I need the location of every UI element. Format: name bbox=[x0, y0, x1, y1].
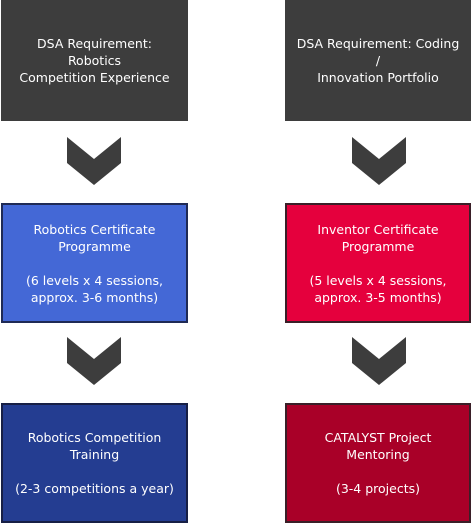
inventor-programme-title-line2: Programme bbox=[341, 238, 415, 254]
inventor-programme-title-line1: Inventor Certificate bbox=[317, 221, 439, 237]
dsa-coding-requirement-line2: Innovation Portfolio bbox=[317, 70, 439, 85]
catalyst-mentoring-title: CATALYST Project Mentoring bbox=[324, 430, 432, 462]
robotics-programme-title-line2: Programme bbox=[58, 238, 131, 254]
catalyst-mentoring-detail: (3-4 projects) bbox=[335, 481, 421, 496]
dsa-robotics-requirement-line1: DSA Requirement: Robotics bbox=[37, 36, 152, 68]
inventor-certificate-programme-box: Inventor Certificate Programme (5 levels… bbox=[285, 203, 471, 323]
chevron-down-icon bbox=[352, 337, 406, 385]
catalyst-project-mentoring-box: CATALYST Project Mentoring (3-4 projects… bbox=[285, 403, 471, 523]
robotics-programme-detail-line2: approx. 3-6 months) bbox=[30, 289, 159, 305]
robotics-competition-training-box: Robotics Competition Training (2-3 compe… bbox=[1, 403, 188, 523]
dsa-robotics-requirement-line2: Competition Experience bbox=[19, 70, 170, 85]
inventor-programme-detail-line2: approx. 3-5 months) bbox=[314, 289, 442, 305]
robotics-programme-detail-line1: (6 levels x 4 sessions, bbox=[25, 272, 164, 288]
chevron-down-icon bbox=[67, 137, 121, 185]
robotics-training-detail: (2-3 competitions a year) bbox=[15, 481, 174, 496]
robotics-programme-title-line1: Robotics Certificate bbox=[33, 221, 156, 237]
robotics-certificate-programme-box: Robotics Certificate Programme (6 levels… bbox=[1, 203, 188, 323]
chevron-down-icon bbox=[352, 137, 406, 185]
robotics-training-title-line2: Training bbox=[69, 447, 120, 462]
inventor-programme-detail-line1: (5 levels x 4 sessions, bbox=[309, 272, 447, 288]
dsa-coding-requirement-line1: DSA Requirement: Coding / bbox=[296, 36, 460, 68]
dsa-robotics-requirement-box: DSA Requirement: Robotics Competition Ex… bbox=[1, 0, 188, 121]
dsa-coding-requirement-box: DSA Requirement: Coding / Innovation Por… bbox=[285, 0, 471, 121]
chevron-down-icon bbox=[67, 337, 121, 385]
robotics-training-title-line1: Robotics Competition bbox=[27, 430, 162, 445]
